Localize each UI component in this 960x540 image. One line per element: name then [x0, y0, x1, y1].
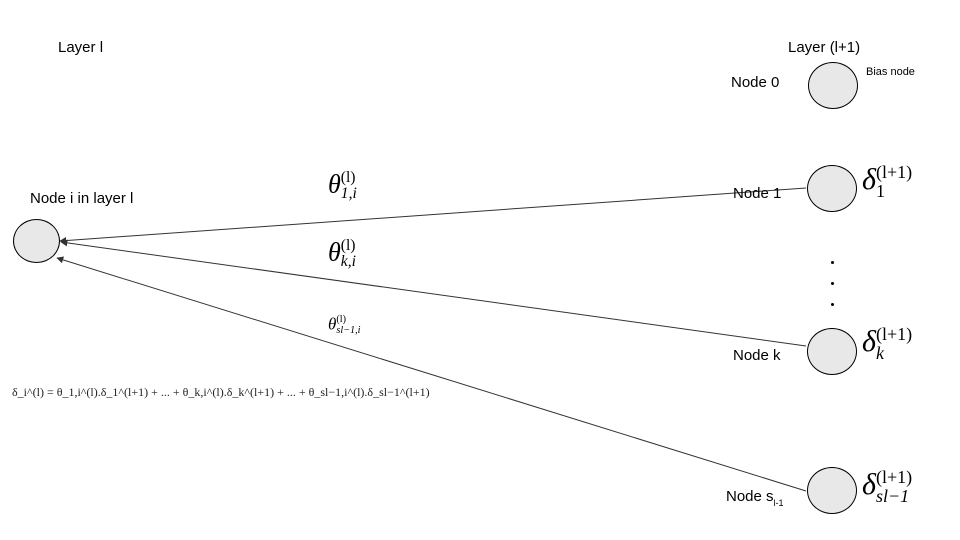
node-i-label: Node i in layer l — [30, 190, 134, 207]
left-layer-title: Layer l — [58, 39, 104, 56]
delta-k: δ(l+1)k — [862, 324, 913, 363]
weight-theta-s-i: θ(l)sl−1,i — [328, 314, 361, 336]
ellipsis-dot — [831, 261, 834, 264]
backprop-formula: δ_i^(l) = θ_1,i^(l).δ_1^(l+1) + ... + θ_… — [12, 385, 430, 399]
delta-1: δ(l+1)1 — [862, 162, 913, 201]
right-layer-title: Layer (l+1) — [788, 39, 861, 56]
weight-theta-1-i: θ(l)1,i — [328, 169, 357, 203]
bias-node-circle — [808, 62, 858, 109]
node-0-label: Node 0 — [731, 74, 780, 91]
node-k-label: Node k — [733, 347, 781, 364]
weight-theta-k-i: θ(l)k,i — [328, 237, 356, 271]
node-i-circle — [13, 219, 60, 263]
edge-node-1-to-node-i — [59, 187, 807, 245]
node-s-circle — [807, 467, 857, 514]
node-1-circle — [807, 165, 857, 212]
ellipsis-dot — [831, 282, 834, 285]
bias-node-annotation: Bias node — [866, 66, 915, 78]
delta-s: δ(l+1)sl−1 — [862, 467, 913, 506]
node-s-label: Node sl-1 — [726, 488, 784, 508]
edge-node-s-to-node-i — [56, 256, 807, 492]
node-s-label-subscript: l-1 — [773, 498, 784, 508]
node-1-label: Node 1 — [733, 185, 782, 202]
ellipsis-dot — [831, 303, 834, 306]
node-k-circle — [807, 328, 857, 375]
edge-node-k-to-node-i — [60, 239, 807, 347]
